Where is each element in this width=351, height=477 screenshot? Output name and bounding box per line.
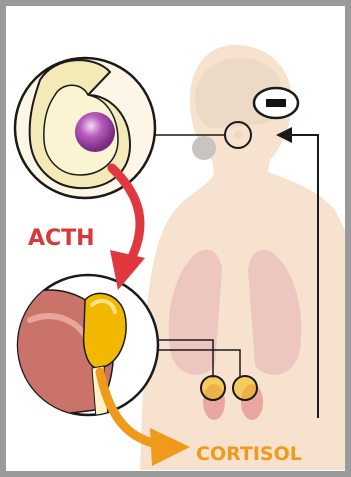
- body-silhouette: [140, 45, 345, 470]
- pituitary-dot: [234, 131, 242, 139]
- pituitary-gland-icon: [75, 112, 115, 152]
- right-adrenal-ring: [233, 376, 257, 400]
- cerebellum: [192, 136, 216, 160]
- pituitary-magnified: [15, 58, 155, 198]
- adrenal-magnified: [15, 275, 158, 420]
- left-adrenal-ring: [201, 376, 225, 400]
- minus-sign-icon: [254, 88, 298, 118]
- acth-label: ACTH: [28, 226, 95, 251]
- cortisol-label: CORTISOL: [196, 443, 302, 465]
